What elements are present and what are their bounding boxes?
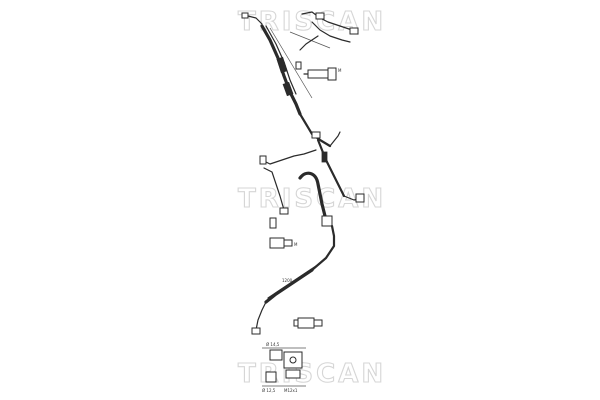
lower-banjo-cap bbox=[293, 319, 299, 327]
detail-port bbox=[289, 356, 297, 364]
mid-banjo-head bbox=[283, 239, 293, 247]
hose-length-label: 1200 bbox=[282, 278, 293, 283]
banjo-fitting-body bbox=[307, 69, 329, 79]
watermark-top: TRISCAN bbox=[238, 7, 386, 37]
watermark-bottom: TRISCAN bbox=[238, 359, 386, 389]
main-hose-mid bbox=[298, 112, 332, 148]
top-connector bbox=[241, 12, 249, 19]
left-branch-end bbox=[279, 207, 289, 215]
small-branch bbox=[329, 131, 341, 147]
dimension-leader-1 bbox=[269, 27, 313, 99]
upper-right-pipe-3 bbox=[299, 35, 319, 51]
mid-banjo-body bbox=[269, 237, 285, 249]
main-hose-upper bbox=[260, 24, 302, 116]
hose-sleeve-3 bbox=[321, 151, 328, 163]
lower-pipe-end bbox=[255, 301, 267, 331]
lower-long-hose bbox=[264, 268, 314, 304]
fitting-dim-mid: M bbox=[294, 242, 298, 247]
detail-block-lower bbox=[285, 369, 301, 379]
upper-right-fitting-1 bbox=[315, 12, 325, 20]
upper-right-pipe-2 bbox=[311, 21, 351, 43]
lower-banjo-body bbox=[297, 317, 315, 329]
hose-sleeve-2 bbox=[282, 81, 294, 97]
fitting-dim-top: M bbox=[338, 68, 342, 73]
lower-hose-assembly: 1200 bbox=[251, 224, 336, 335]
curved-bend-hose bbox=[298, 171, 328, 222]
detail-block-bottom bbox=[265, 371, 277, 383]
mid-fitting-1 bbox=[311, 131, 321, 139]
detail-block-left bbox=[269, 349, 283, 361]
left-branch-drop bbox=[263, 167, 285, 211]
lower-banjo-head bbox=[313, 319, 323, 327]
dim-text-c: M12x1 bbox=[284, 388, 298, 393]
dim-text-e: Ø 12,5 bbox=[262, 388, 276, 393]
bottom-detail-block: Ø 14,5 Ø 12,5 M12x1 bbox=[262, 342, 306, 393]
lower-end-fitting bbox=[251, 327, 261, 335]
lower-long-hose-inner bbox=[267, 265, 317, 299]
middle-hose-assembly: M bbox=[259, 112, 365, 249]
banjo-fitting-head bbox=[327, 67, 337, 81]
small-clip bbox=[295, 61, 302, 70]
bend-fitting bbox=[321, 215, 333, 227]
dim-text-d: Ø 14,5 bbox=[266, 342, 280, 347]
dimension-leader-2 bbox=[289, 31, 331, 49]
right-branch-fitting bbox=[355, 193, 365, 203]
upper-right-fitting-2 bbox=[349, 27, 359, 35]
left-branch-fitting bbox=[259, 155, 267, 165]
lower-pipe-1 bbox=[310, 224, 336, 272]
hose-sleeve-1 bbox=[276, 56, 288, 74]
main-hose-descent bbox=[316, 138, 346, 198]
left-branch-pipe bbox=[261, 149, 317, 165]
top-hose-assembly: M bbox=[241, 11, 359, 116]
top-connector-line bbox=[247, 15, 263, 25]
mid-clip bbox=[269, 217, 277, 229]
